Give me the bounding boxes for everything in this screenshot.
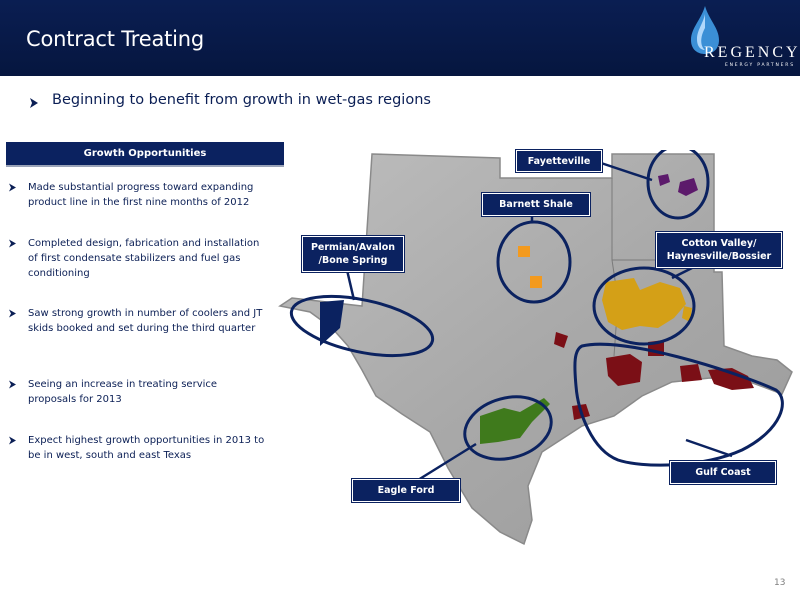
eagle-ford-leader-line <box>417 442 477 482</box>
permian-label: Permian/Avalon /Bone Spring <box>302 236 404 272</box>
title-bar: Contract Treating REGENCY ENERGY PARTNER… <box>0 0 800 76</box>
fayetteville-label: Fayetteville <box>516 150 602 172</box>
gulf-coast-highlight-shape <box>573 342 784 467</box>
arrow-bullet-icon <box>30 98 38 108</box>
logo-wordmark: REGENCY <box>704 44 800 61</box>
state-border-line <box>611 178 619 357</box>
logo-tagline: ENERGY PARTNERS <box>725 63 795 68</box>
slide-title: Contract Treating <box>26 27 205 51</box>
barnett-shale-site <box>518 246 530 257</box>
arrow-bullet-icon <box>9 380 16 389</box>
fayetteville-highlight-ellipse <box>646 150 710 220</box>
bullet-text: Saw strong growth in number of coolers a… <box>28 308 263 334</box>
page-number: 13 <box>774 578 786 588</box>
arrow-bullet-icon <box>9 436 16 445</box>
gulf-coast-label: Gulf Coast <box>670 461 776 484</box>
cotton-valley-region <box>682 306 692 322</box>
company-logo: REGENCY ENERGY PARTNERS <box>680 4 798 74</box>
bullet-text: Seeing an increase in treating service p… <box>28 379 218 405</box>
cotton-valley-leader-line <box>671 266 693 280</box>
arrow-bullet-icon <box>9 183 16 192</box>
growth-opportunities-header: Growth Opportunities <box>6 142 284 167</box>
cotton-valley-label: Cotton Valley/ Haynesville/Bossier <box>656 232 782 268</box>
cotton-valley-region <box>602 278 686 330</box>
permian-highlight-ellipse <box>289 294 435 358</box>
eagle-ford-highlight-ellipse <box>463 395 553 461</box>
bullet-text: Expect highest growth opportunities in 2… <box>28 435 265 461</box>
headline: Beginning to benefit from growth in wet-… <box>52 92 431 108</box>
barnett-shale-site <box>530 276 542 288</box>
gulf-coast-leader-line <box>685 438 733 458</box>
fayetteville-region <box>678 178 698 196</box>
gulf-coast-region <box>708 368 754 390</box>
eagle-ford-label: Eagle Ford <box>352 479 460 502</box>
gulf-coast-region <box>606 354 642 386</box>
arrow-bullet-icon <box>9 239 16 248</box>
fayetteville-region <box>658 174 670 186</box>
flame-drop-icon <box>691 6 719 54</box>
cotton-valley-highlight-ellipse <box>592 266 696 346</box>
permian-region <box>320 300 344 346</box>
eagle-ford-region <box>480 398 550 444</box>
barnett-highlight-ellipse <box>496 220 572 304</box>
bullet-text: Completed design, fabrication and instal… <box>28 238 260 279</box>
gulf-coast-region <box>680 364 702 382</box>
arrow-bullet-icon <box>9 309 16 318</box>
barnett-shale-label: Barnett Shale <box>482 193 590 216</box>
permian-leader-line <box>345 269 356 301</box>
gulf-coast-region <box>554 332 568 348</box>
bullet-text: Made substantial progress toward expandi… <box>28 182 254 208</box>
fayetteville-leader-line <box>597 160 653 182</box>
